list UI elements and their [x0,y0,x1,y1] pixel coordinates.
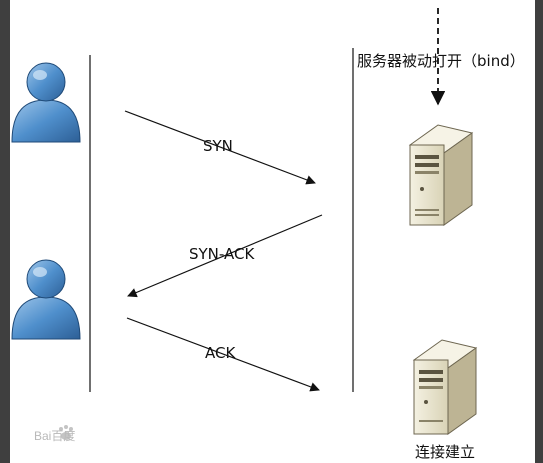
server-bind-note: 服务器被动打开（bind） [357,52,525,70]
user-icon [11,259,81,340]
ack-label: ACK [205,344,236,362]
user-icon [11,62,81,143]
ack-arrow [126,317,320,392]
baidu-paw-icon [59,425,73,440]
watermark: Bai百度 [34,429,76,443]
diagram-lines [11,8,478,440]
syn-ack-arrow [127,214,323,298]
diagram-canvas: 服务器被动打开（bind） SYN SYN-ACK ACK 连接建立 Bai百度 [10,0,535,463]
syn-arrow [124,110,316,185]
connection-established-label: 连接建立 [415,443,476,461]
syn-ack-label: SYN-ACK [189,245,255,263]
syn-label: SYN [203,137,233,155]
server-tower-icon [408,124,474,226]
server-tower-icon [412,339,478,435]
